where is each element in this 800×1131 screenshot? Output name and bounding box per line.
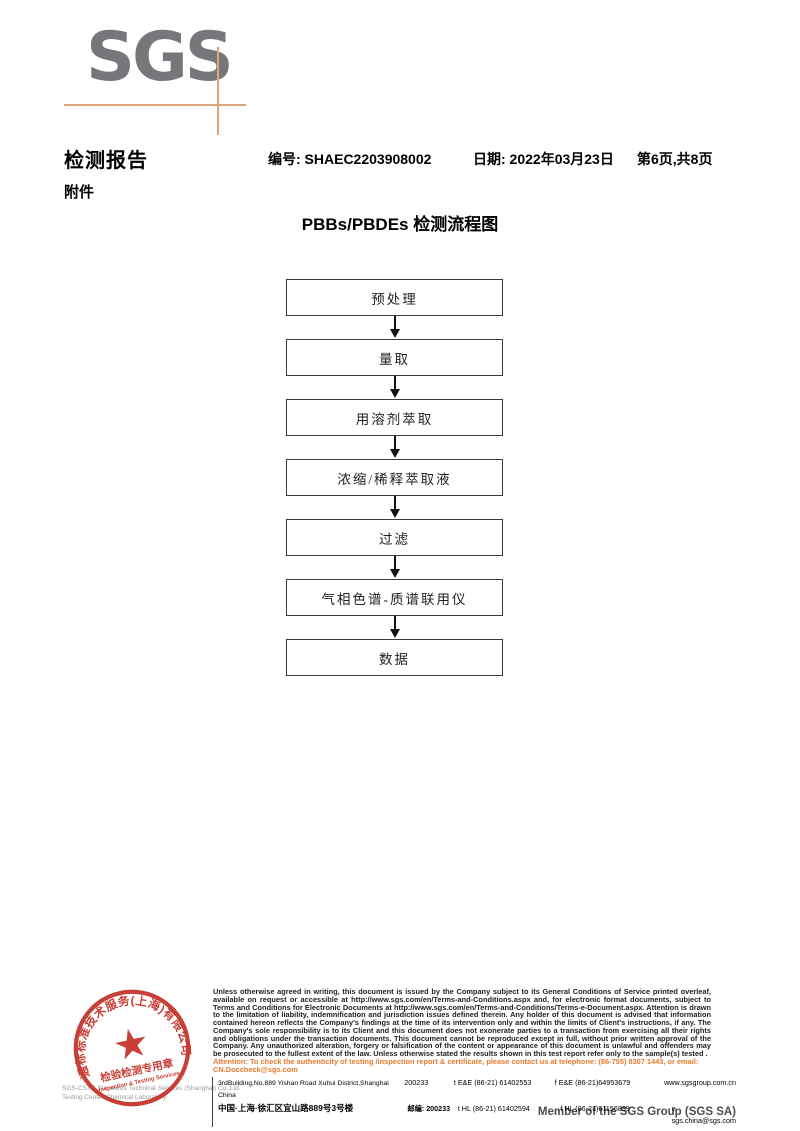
flow-step-measure: 量取 xyxy=(286,339,503,376)
arrow-down-icon xyxy=(389,376,400,399)
flowchart: 预处理 量取 用溶剂萃取 浓缩/稀释萃取液 过滤 气相色谱-质谱联用仪 数据 xyxy=(286,279,503,676)
arrow-down-icon xyxy=(389,436,400,459)
registration-mark-horizontal xyxy=(64,104,246,106)
arrow-down-icon xyxy=(389,616,400,639)
flow-step-solvent-extraction: 用溶剂萃取 xyxy=(286,399,503,436)
lab-company-line2: Testing Center-Chemical Laboratory. xyxy=(62,1094,168,1101)
sgs-logo: SGS xyxy=(86,18,234,97)
arrow-down-icon xyxy=(389,316,400,339)
flow-step-data: 数据 xyxy=(286,639,503,676)
fax-ee: f E&E (86-21)64953679 xyxy=(554,1078,631,1087)
address-cn: 中国·上海·徐汇区宜山路889号3号楼 xyxy=(218,1103,354,1113)
stamp-ring xyxy=(73,989,191,1107)
address-en: 3rdBuilding,No.889 Yishan Road Xuhui Dis… xyxy=(218,1080,389,1099)
lab-company-line1: SGS-CSTC Standards Technical Services (S… xyxy=(62,1085,241,1092)
lab-company-name: SGS-CSTC Standards Technical Services (S… xyxy=(62,1084,241,1102)
flow-step-filter: 过滤 xyxy=(286,519,503,556)
page-indicator: 第6页,共8页 xyxy=(637,151,713,167)
attachment-label: 附件 xyxy=(64,184,95,201)
flow-step-pretreatment: 预处理 xyxy=(286,279,503,316)
address-row-en: 3rdBuilding,No.889 Yishan Road Xuhui Dis… xyxy=(218,1077,736,1102)
report-date: 日期: 2022年03月23日 xyxy=(473,151,614,167)
sgs-member-note: Member of the SGS Group (SGS SA) xyxy=(537,1106,736,1118)
legal-disclaimer: Unless otherwise agreed in writing, this… xyxy=(213,987,711,1058)
website: www.sgsgroup.com.cn xyxy=(664,1078,736,1087)
attention-notice: Attention: To check the authenticity of … xyxy=(213,1057,699,1074)
report-title: 检测报告 xyxy=(64,150,148,172)
arrow-down-icon xyxy=(389,556,400,579)
tel-hl: t HL (86-21) 61402594 xyxy=(457,1104,530,1113)
flowchart-title: PBBs/PBDEs 检测流程图 xyxy=(301,215,499,234)
flow-step-concentrate-dilute: 浓缩/稀释萃取液 xyxy=(286,459,503,496)
arrow-down-icon xyxy=(389,496,400,519)
registration-mark-vertical xyxy=(217,47,219,135)
company-stamp: 通标标准技术服务(上海)有限公司 ★ 检验检测专用章 Inspection & … xyxy=(62,982,194,1107)
email: e sgs.china@sgs.com xyxy=(671,1104,736,1125)
report-number: 编号: SHAEC2203908002 xyxy=(268,151,432,167)
postal-cn: 邮编: 200233 xyxy=(407,1104,451,1113)
address-row-cn: 中国·上海·徐汇区宜山路889号3号楼 邮编: 200233 t HL (86-… xyxy=(218,1102,736,1127)
fax-hl: f HL (86-21)61156899 xyxy=(560,1104,630,1113)
postal-en: 200233 xyxy=(404,1078,429,1087)
flow-step-gcms: 气相色谱-质谱联用仪 xyxy=(286,579,503,616)
address-block: 3rdBuilding,No.889 Yishan Road Xuhui Dis… xyxy=(212,1077,736,1127)
tel-ee: t E&E (86-21) 61402553 xyxy=(453,1078,532,1087)
